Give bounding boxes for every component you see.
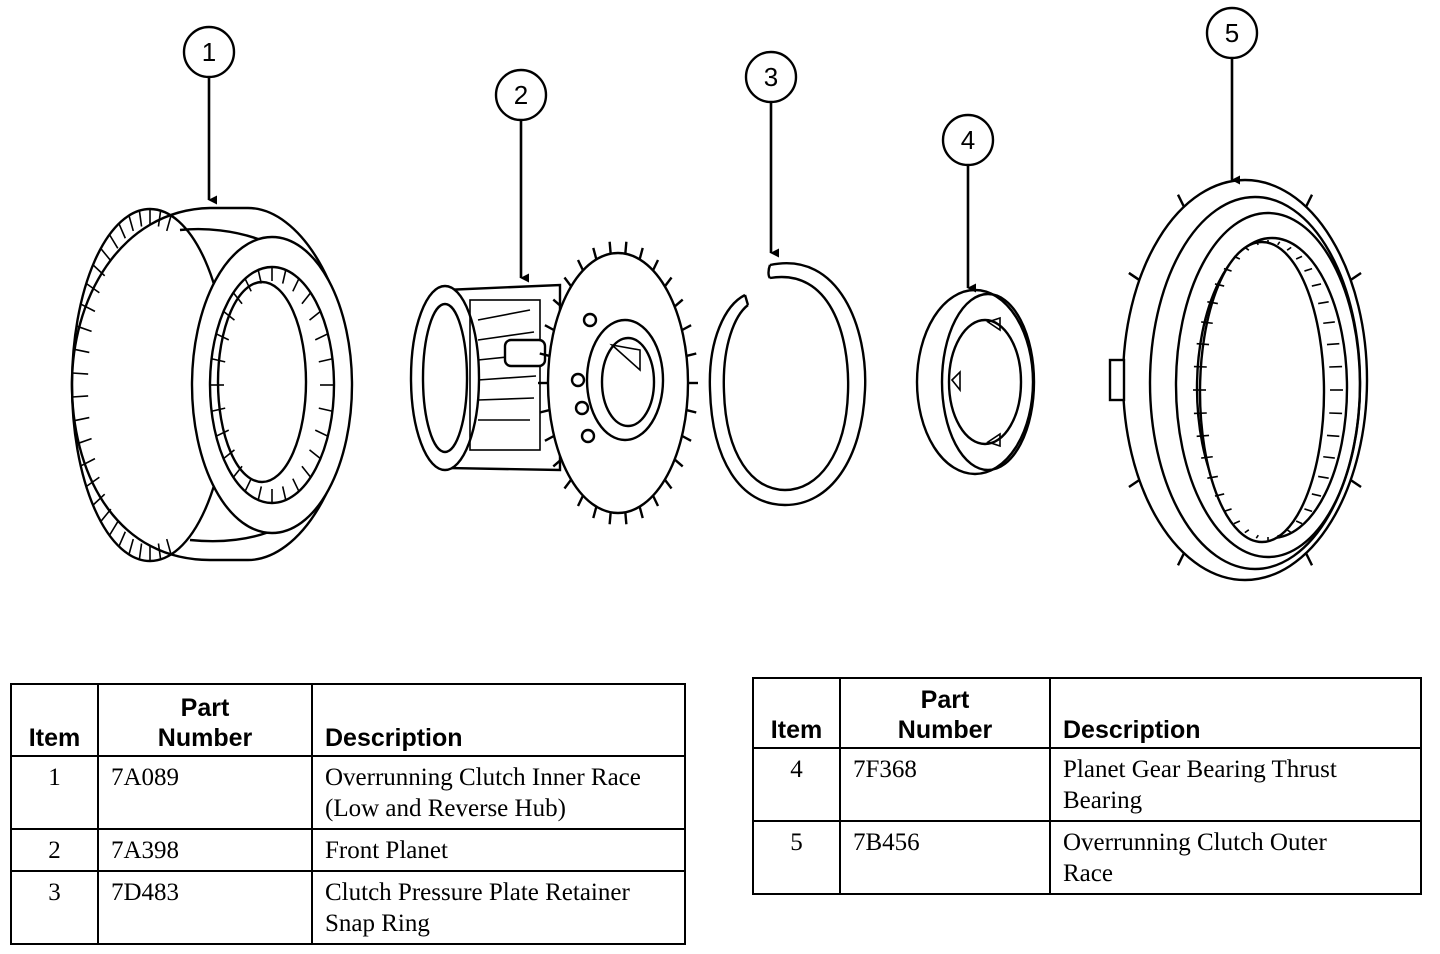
cell-item: 5: [752, 820, 841, 895]
part-5-outer-race-drawing: [1108, 178, 1369, 582]
cell-description: Overrunning Clutch Outer Race: [1049, 820, 1422, 895]
parts-table-left: Item Part Number Description 1 7A089 Ove…: [10, 683, 686, 945]
header-description: Description: [311, 683, 686, 757]
part-1-inner-race-drawing: [70, 206, 354, 563]
table-row: 2 7A398 Front Planet: [10, 828, 686, 872]
callout-5: 5: [1205, 6, 1259, 185]
cell-description: Clutch Pressure Plate Retainer Snap Ring: [311, 870, 686, 945]
cell-part-number: 7A089: [97, 755, 313, 830]
cell-description: Overrunning Clutch Inner Race (Low and R…: [311, 755, 686, 830]
cell-description: Planet Gear Bearing Thrust Bearing: [1049, 747, 1422, 822]
header-description: Description: [1049, 677, 1422, 749]
cell-item: 4: [752, 747, 841, 822]
svg-text:4: 4: [961, 125, 975, 155]
table-row: 4 7F368 Planet Gear Bearing Thrust Beari…: [752, 747, 1422, 822]
header-part-number: Part Number: [839, 677, 1051, 749]
parts-table-right: Item Part Number Description 4 7F368 Pla…: [752, 677, 1422, 895]
svg-text:2: 2: [514, 80, 528, 110]
exploded-parts-diagram: 1 2 3 4 5: [70, 6, 1369, 582]
part-2-front-planet-drawing: [409, 241, 698, 525]
cell-item: 2: [10, 828, 99, 872]
svg-text:3: 3: [764, 62, 778, 92]
cell-part-number: 7A398: [97, 828, 313, 872]
table-row: 5 7B456 Overrunning Clutch Outer Race: [752, 820, 1422, 895]
callout-2: 2: [494, 68, 548, 283]
cell-part-number: 7F368: [839, 747, 1051, 822]
callout-3: 3: [744, 50, 798, 258]
cell-item: 3: [10, 870, 99, 945]
cell-part-number: 7D483: [97, 870, 313, 945]
part-3-snap-ring-drawing: [708, 262, 867, 507]
table-header-row: Item Part Number Description: [752, 677, 1422, 749]
outer-race-icon: [1108, 178, 1369, 582]
cell-description: Front Planet: [311, 828, 686, 872]
header-item: Item: [10, 683, 99, 757]
part-4-thrust-bearing-drawing: [915, 288, 1036, 476]
planet-carrier-icon: [538, 241, 698, 525]
table-row: 3 7D483 Clutch Pressure Plate Retainer S…: [10, 870, 686, 945]
snap-ring-icon: [708, 262, 867, 507]
table-row: 1 7A089 Overrunning Clutch Inner Race (L…: [10, 755, 686, 830]
table-header-row: Item Part Number Description: [10, 683, 686, 757]
header-item: Item: [752, 677, 841, 749]
svg-text:5: 5: [1225, 18, 1239, 48]
thrust-bearing-icon: [915, 288, 1036, 476]
cell-item: 1: [10, 755, 99, 830]
svg-text:1: 1: [202, 37, 216, 67]
callout-4: 4: [941, 113, 995, 293]
callout-1: 1: [182, 25, 236, 205]
gear-icon: [72, 209, 172, 561]
cell-part-number: 7B456: [839, 820, 1051, 895]
header-part-number: Part Number: [97, 683, 313, 757]
